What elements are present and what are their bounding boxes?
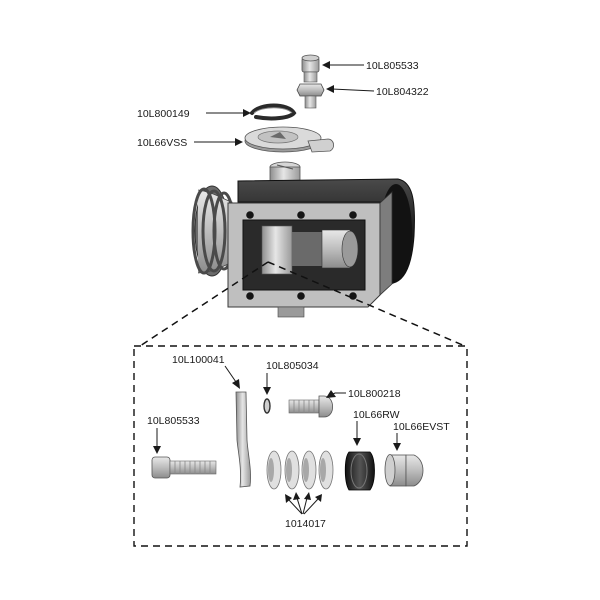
valve-stem-stop-part bbox=[244, 126, 334, 153]
label-retaining-ring: 10L800149 bbox=[137, 108, 190, 120]
top-screw-part bbox=[301, 54, 320, 83]
label-top-screw: 10L805533 bbox=[366, 60, 419, 72]
label-rubber-washer: 10L66RW bbox=[353, 409, 400, 421]
label-plug-screw: 10L800218 bbox=[348, 388, 401, 400]
label-lock-washer: 10L805034 bbox=[266, 360, 319, 372]
lock-washer-part bbox=[263, 398, 271, 414]
bracket-part bbox=[235, 391, 251, 488]
valve-body bbox=[191, 178, 415, 318]
plug-screw-part bbox=[288, 395, 334, 418]
leader-lines bbox=[153, 61, 401, 515]
label-bracket: 10L100041 bbox=[172, 354, 225, 366]
label-valve-stem-stop: 10L66VSS bbox=[137, 137, 187, 149]
valve-tip-part bbox=[384, 454, 424, 487]
retaining-ring-part bbox=[250, 103, 297, 121]
spacer-washer-group bbox=[266, 450, 334, 490]
rubber-washer-part bbox=[344, 451, 375, 491]
nut-part bbox=[296, 83, 325, 109]
label-spacer-washers: 1014017 bbox=[285, 518, 326, 530]
detail-projection-lines bbox=[139, 261, 466, 347]
label-cap-screw: 10L805533 bbox=[147, 415, 200, 427]
detail-box bbox=[133, 345, 468, 547]
cap-screw-part bbox=[151, 456, 217, 479]
label-nut: 10L804322 bbox=[376, 86, 429, 98]
label-valve-tip: 10L66EVST bbox=[393, 421, 450, 433]
